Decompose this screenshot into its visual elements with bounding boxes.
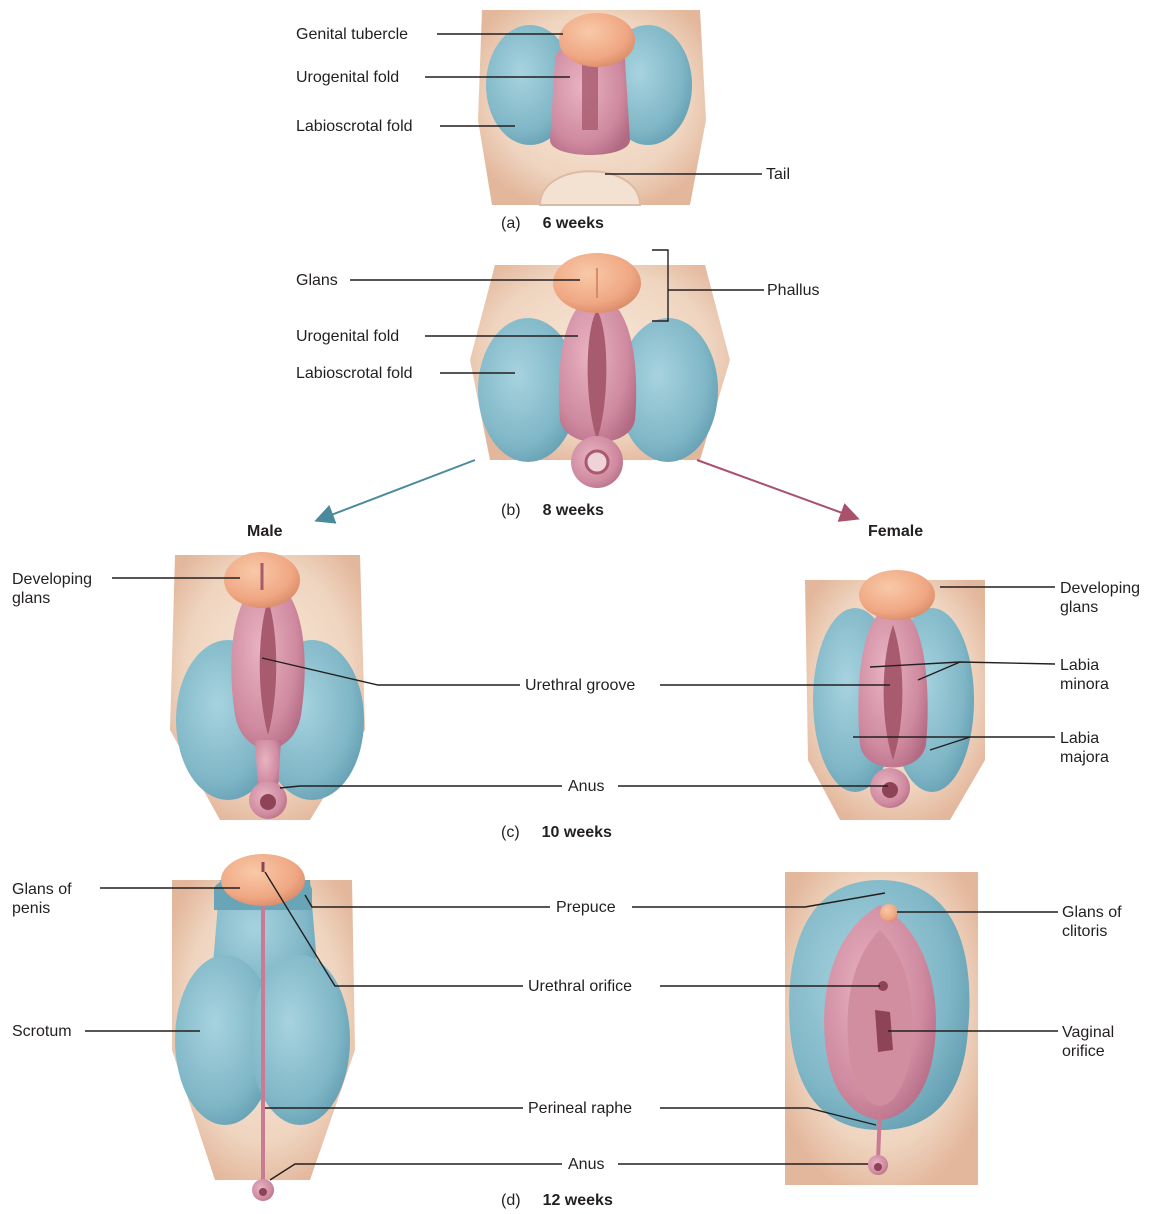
label-glans-b: Glans: [296, 271, 338, 290]
stage-d-female-illustration: [785, 872, 978, 1185]
label-vaginal-orifice: Vaginal orifice: [1062, 1023, 1132, 1061]
stage-b-caption: (b) 8 weeks: [501, 502, 604, 520]
stage-a-age: 6 weeks: [543, 215, 604, 232]
female-arrow: [697, 460, 856, 518]
label-urethral-orifice: Urethral orifice: [528, 977, 632, 996]
label-labia-majora: Labia majora: [1060, 729, 1130, 767]
label-labioscrotal-fold-a: Labioscrotal fold: [296, 117, 413, 136]
label-developing-glans-male: Developing glans: [12, 570, 107, 608]
label-urogenital-fold-a: Urogenital fold: [296, 68, 399, 87]
label-anus-c: Anus: [568, 777, 604, 796]
stage-c-male-illustration: [170, 552, 365, 820]
stage-d-male-illustration: [172, 854, 355, 1201]
male-heading: Male: [247, 523, 283, 541]
label-anus-d: Anus: [568, 1155, 604, 1174]
label-glans-of-clitoris: Glans of clitoris: [1062, 903, 1142, 941]
stage-c-female-illustration: [805, 570, 985, 820]
label-labia-minora: Labia minora: [1060, 656, 1130, 694]
label-prepuce: Prepuce: [556, 898, 616, 917]
label-phallus: Phallus: [767, 281, 819, 300]
label-developing-glans-female: Developing glans: [1060, 579, 1158, 617]
female-heading: Female: [868, 523, 923, 541]
stage-c-letter: (c): [501, 824, 520, 841]
stage-c-caption: (c) 10 weeks: [501, 824, 612, 842]
male-arrow: [318, 460, 475, 520]
label-tail: Tail: [766, 165, 790, 184]
stage-b-letter: (b): [501, 502, 521, 519]
stage-d-letter: (d): [501, 1192, 521, 1209]
label-labioscrotal-fold-b: Labioscrotal fold: [296, 364, 413, 383]
label-scrotum: Scrotum: [12, 1022, 72, 1041]
stage-d-caption: (d) 12 weeks: [501, 1192, 613, 1210]
label-urogenital-fold-b: Urogenital fold: [296, 327, 399, 346]
label-genital-tubercle: Genital tubercle: [296, 25, 408, 44]
label-urethral-groove: Urethral groove: [525, 676, 635, 695]
label-glans-of-penis: Glans of penis: [12, 880, 92, 918]
stage-a-letter: (a): [501, 215, 521, 232]
stage-d-age: 12 weeks: [543, 1192, 613, 1209]
label-perineal-raphe: Perineal raphe: [528, 1099, 632, 1118]
stage-c-age: 10 weeks: [542, 824, 612, 841]
stage-b-age: 8 weeks: [543, 502, 604, 519]
stage-b-illustration: [470, 253, 730, 488]
stage-a-illustration: [478, 10, 706, 205]
stage-a-caption: (a) 6 weeks: [501, 215, 604, 233]
